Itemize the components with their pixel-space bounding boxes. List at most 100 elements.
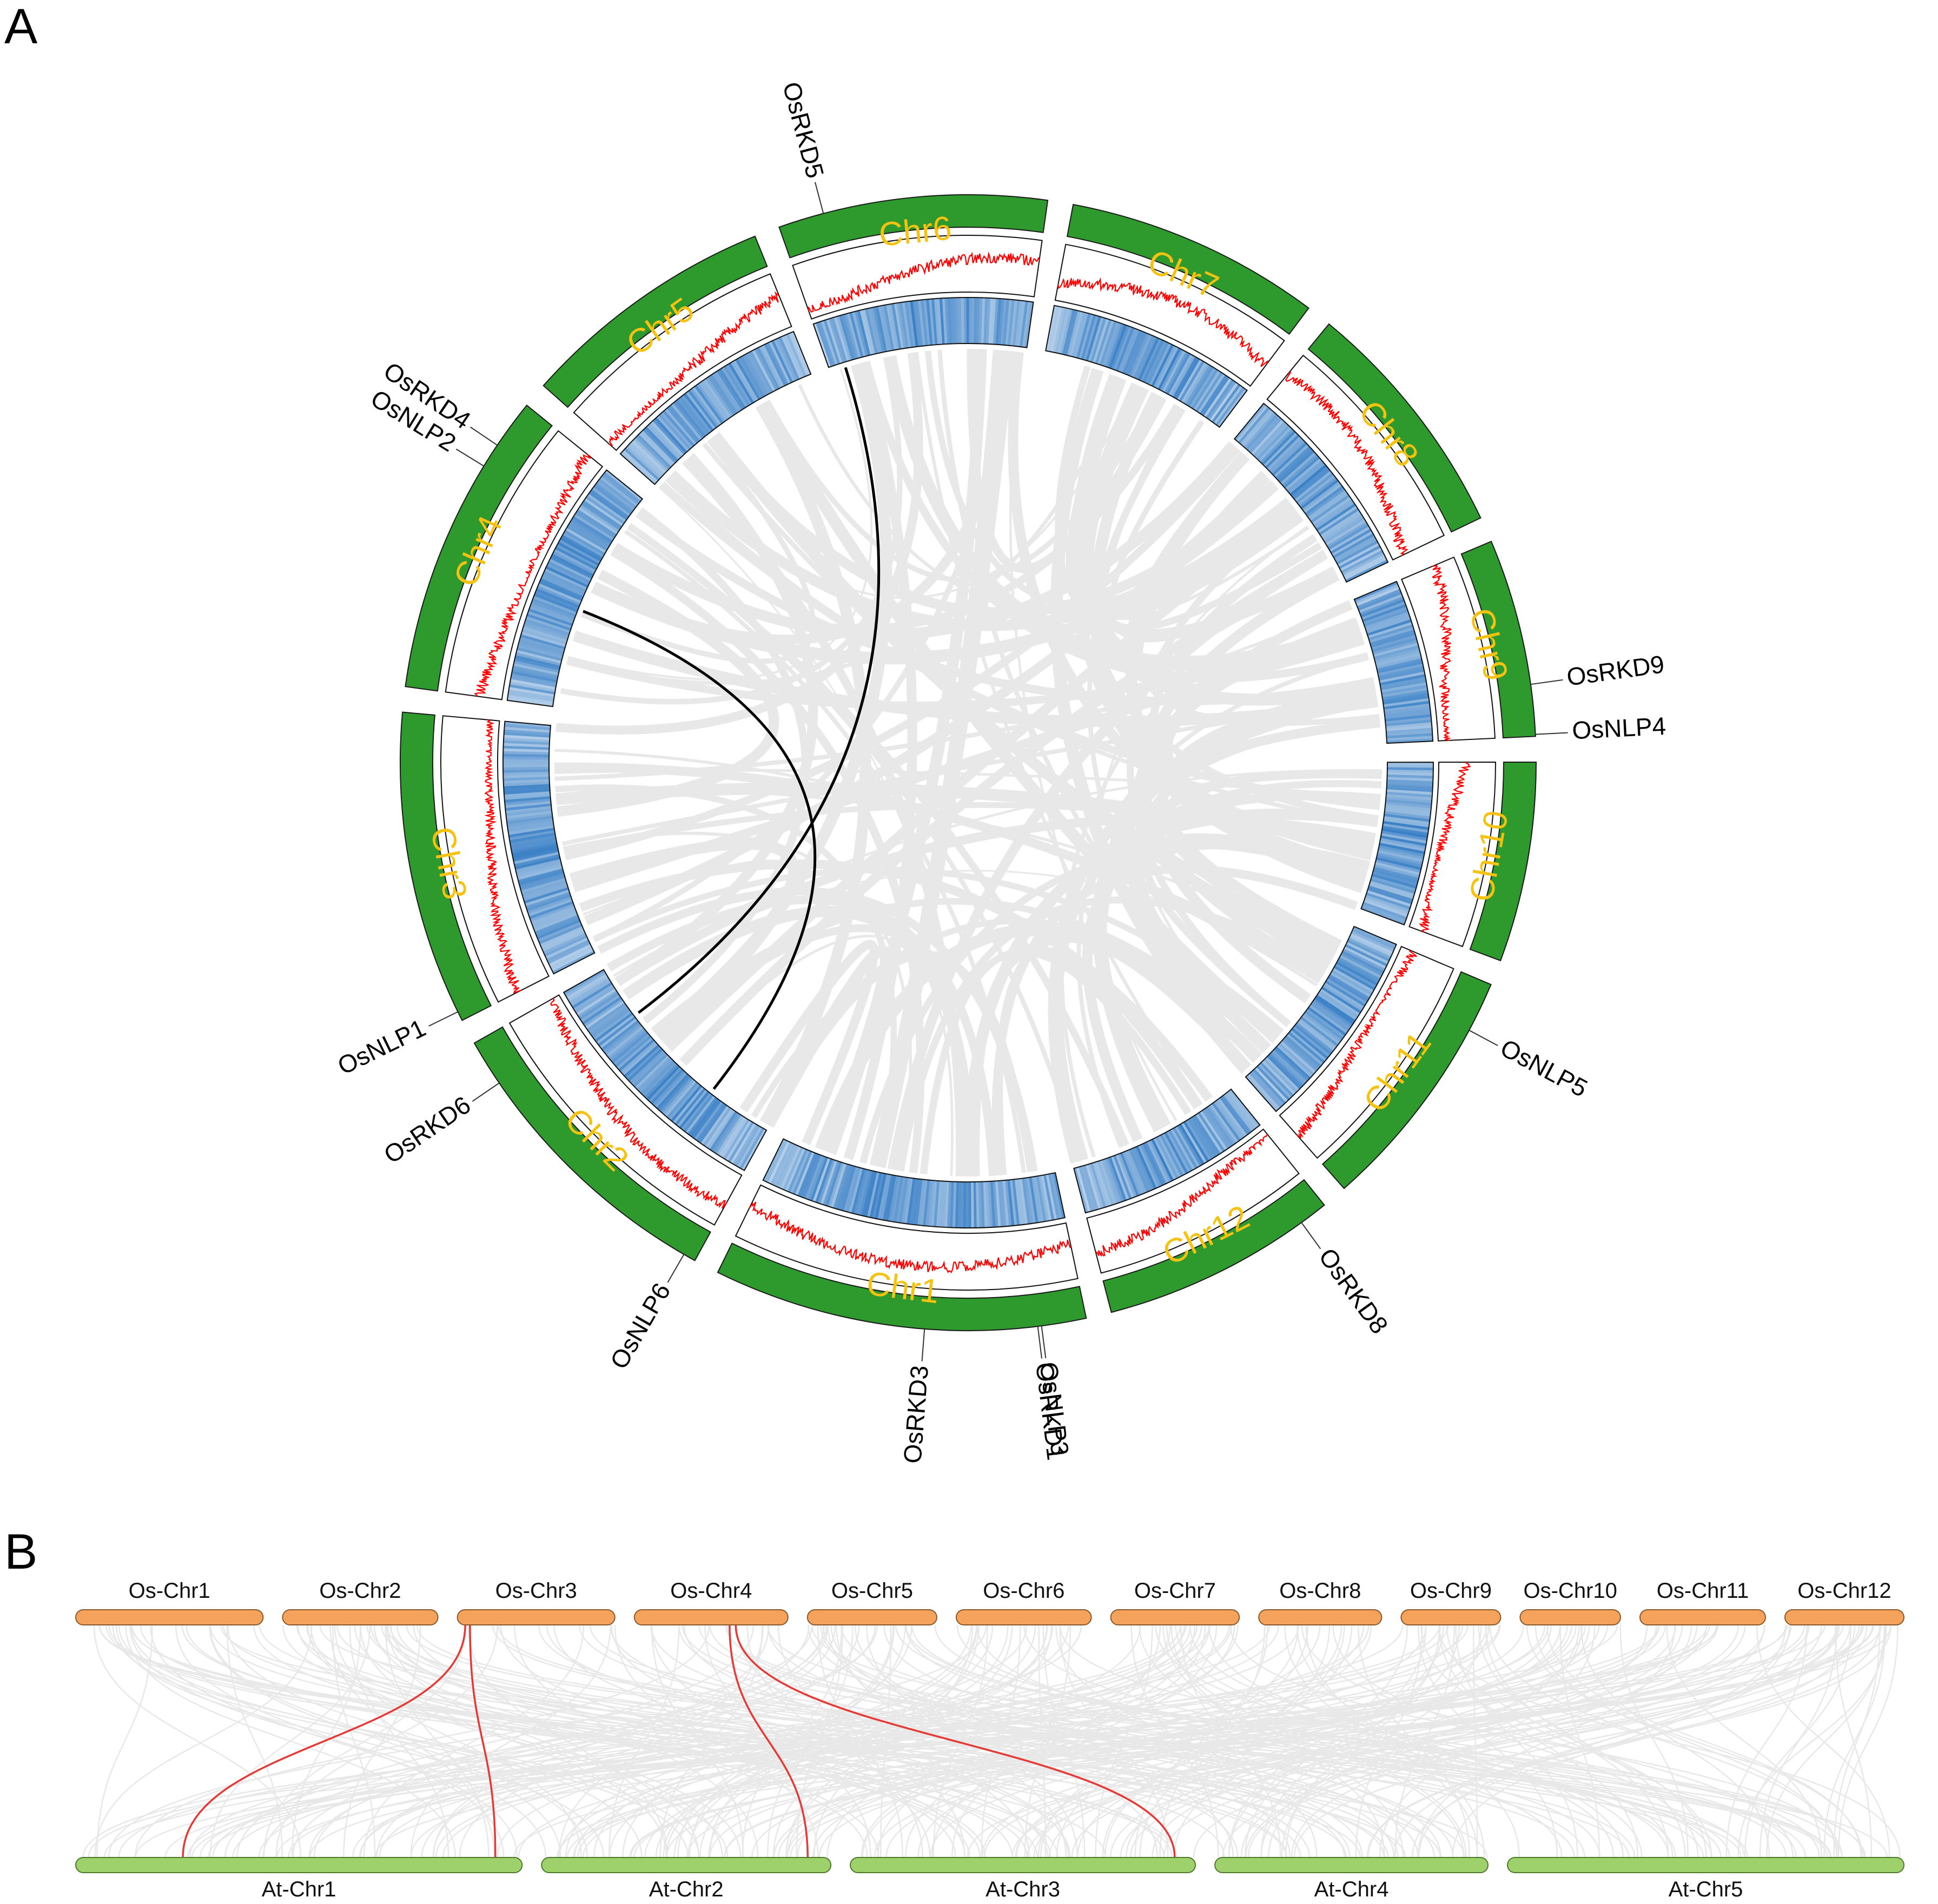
heatmap-bin (726, 363, 752, 405)
heatmap-bin (1209, 1103, 1239, 1143)
heatmap-bin (525, 889, 570, 907)
heatmap-bin (1308, 1004, 1348, 1034)
heatmap-bin (1385, 799, 1432, 806)
heatmap-bin (1135, 1146, 1157, 1189)
heatmap-bin (504, 731, 550, 738)
heatmap-bin (896, 302, 907, 349)
heatmap-bin (512, 665, 559, 678)
heatmap-bin (918, 300, 926, 346)
heatmap-bin (1342, 552, 1385, 576)
heatmap-bin (1074, 312, 1089, 358)
heatmap-bin (1338, 543, 1380, 567)
heatmap-bin (1294, 471, 1333, 502)
chromosome-label: Chr1 (864, 1265, 941, 1311)
heatmap-bin (618, 1039, 655, 1072)
heatmap-bin (1106, 323, 1125, 368)
heatmap-bin (527, 896, 572, 914)
heatmap-bin (845, 1167, 861, 1213)
synteny-link (807, 1624, 1419, 1858)
heatmap-bin (1017, 300, 1026, 347)
heatmap-bin (936, 1181, 942, 1227)
heatmap-bin (1384, 811, 1431, 820)
heatmap-bin (784, 1148, 806, 1192)
heatmap-bin (926, 299, 933, 346)
heatmap-bin (992, 1181, 998, 1227)
synteny-link (1833, 1624, 1881, 1858)
heatmap-bin (797, 1152, 817, 1196)
synteny-link (1438, 1624, 1639, 1858)
heatmap-bin (1316, 503, 1357, 532)
heatmap-bin (768, 1141, 790, 1184)
heatmap-bin (623, 1044, 660, 1077)
heatmap-bin (1126, 1149, 1147, 1194)
gene-marker-line (921, 1328, 925, 1361)
gene-label: OsRKD8 (1313, 1243, 1394, 1339)
heatmap-bin (1364, 897, 1409, 915)
heatmap-bin (629, 441, 665, 475)
gene-marker-line (455, 448, 485, 467)
heatmap-bin (1363, 900, 1408, 918)
collinearity-link (567, 368, 873, 680)
heatmap-frame (762, 1138, 1066, 1228)
synteny-link (682, 1624, 1636, 1858)
heatmap-bin (537, 585, 581, 606)
collinearity-link (1050, 367, 1252, 1073)
synteny-link (709, 1624, 895, 1858)
heatmap-bin (508, 692, 554, 702)
heatmap-bin (643, 428, 677, 464)
heatmap-bin (1149, 343, 1172, 386)
heatmap-bin (1283, 456, 1320, 489)
heatmap-bin (518, 868, 564, 883)
heatmap-bin (575, 511, 616, 539)
heatmap-bin (1386, 725, 1432, 732)
heatmap-bin (830, 1163, 847, 1208)
synteny-link (307, 1624, 723, 1858)
heatmap-bin (883, 305, 895, 351)
synteny-link (1737, 1624, 1887, 1858)
heatmap-bin (517, 646, 563, 662)
heatmap-bin (503, 756, 550, 760)
heatmap-bin (1322, 984, 1363, 1012)
heatmap-bin (1079, 314, 1094, 359)
heatmap-bin (721, 367, 749, 408)
heatmap-bin (552, 551, 595, 575)
collinearity-link (635, 510, 1375, 706)
heatmap-bin (1386, 796, 1432, 804)
heatmap-bin (712, 372, 740, 413)
line-track-trace (749, 1201, 1071, 1273)
heatmap-bin (1197, 1112, 1226, 1153)
heatmap-bin (941, 1181, 947, 1227)
heatmap-bin (1176, 1125, 1202, 1167)
heatmap-bin (646, 424, 680, 460)
heatmap-bin (654, 417, 688, 453)
heatmap-bin (510, 681, 555, 692)
line-track-frame (1400, 556, 1496, 742)
heatmap-bin (1022, 301, 1031, 348)
heatmap-bin (1387, 779, 1433, 785)
gene-density-heatmap (563, 969, 767, 1171)
heatmap-bin (763, 1139, 786, 1182)
heatmap-bin (504, 788, 550, 795)
heatmap-bin (588, 491, 628, 520)
heatmap-bin (844, 313, 859, 359)
heatmap-bin (922, 1180, 930, 1226)
heatmap-bin (521, 880, 567, 896)
heatmap-bin (683, 393, 714, 432)
gene-density-heatmap (1046, 305, 1248, 428)
heatmap-bin (627, 444, 664, 478)
heatmap-bin (990, 298, 996, 345)
heatmap-bin (1281, 454, 1319, 487)
heatmap-bin (1261, 430, 1297, 466)
heatmap-bin (1287, 1032, 1325, 1064)
heatmap-bin (1191, 1116, 1219, 1157)
collinearity-link (1157, 684, 1377, 949)
heatmap-bin (1377, 661, 1423, 674)
heatmap-bin (1302, 481, 1341, 512)
heatmap-bin (870, 307, 883, 353)
heatmap-bin (1332, 531, 1373, 557)
heatmap-bin (1265, 434, 1300, 469)
heatmap-bin (1385, 801, 1432, 809)
collinearity-link (613, 769, 1382, 977)
heatmap-bin (1374, 862, 1420, 876)
heatmap-bin (613, 1033, 650, 1066)
